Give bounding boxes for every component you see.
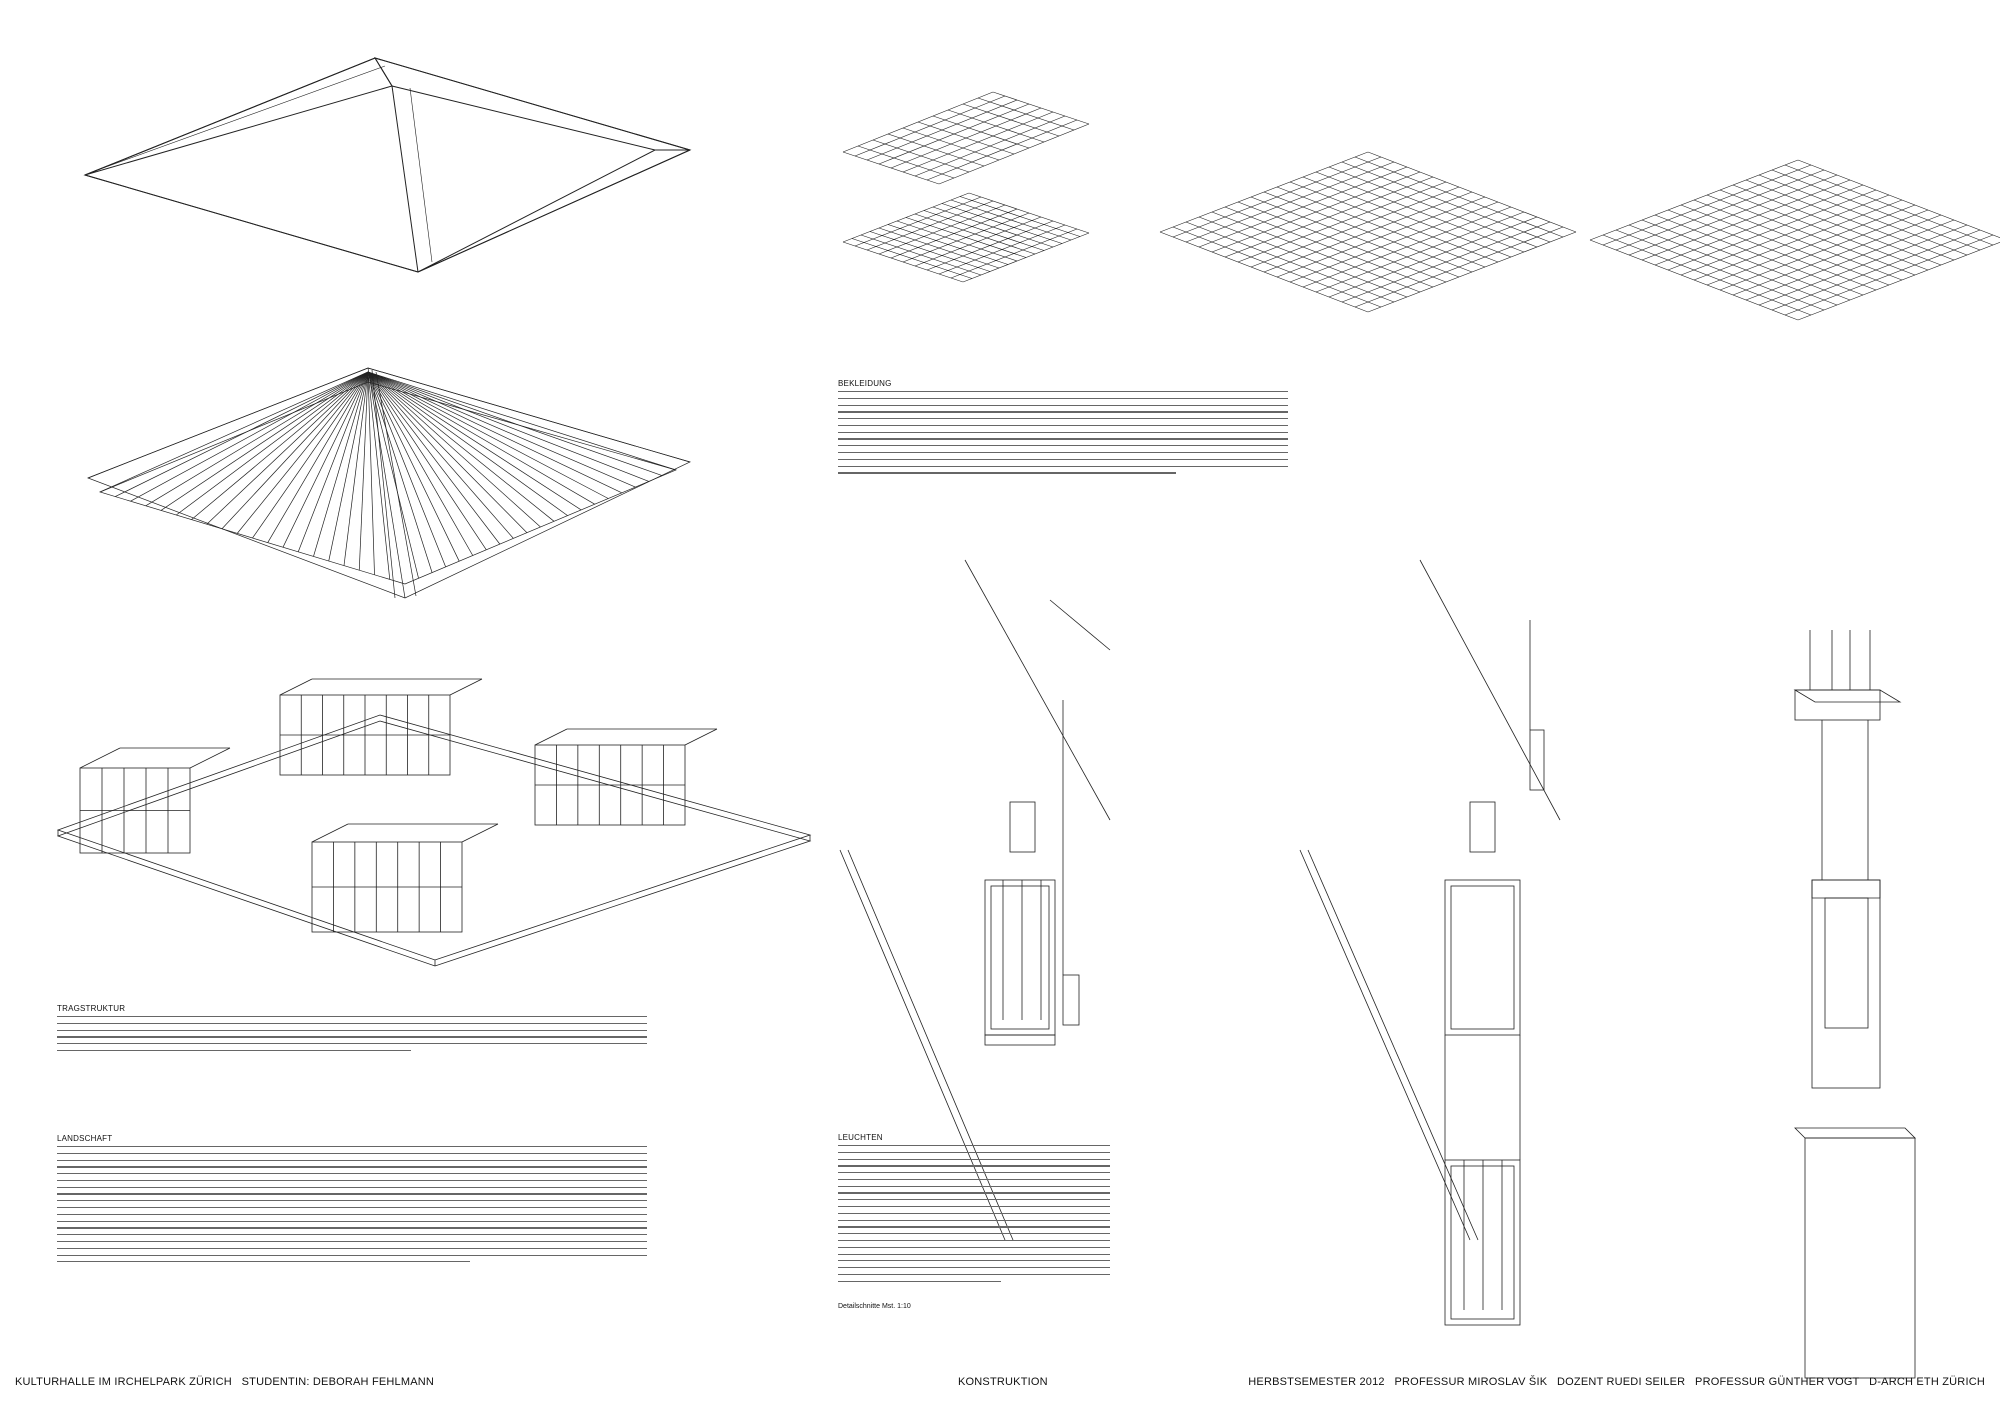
section-heading-tragstruktur: TRAGSTRUKTUR [57, 1004, 126, 1013]
footer-semester-professors: HERBSTSEMESTER 2012 PROFESSUR MIROSLAV Š… [1248, 1376, 1985, 1388]
luminaire-section-detail-1 [839, 559, 1111, 1241]
bekleidung-body-text [838, 391, 1288, 479]
detail-scale-note: Detailschnitte Mst. 1:10 [838, 1303, 911, 1310]
roof-axonometric [83, 57, 692, 273]
luminaire-isometric [1793, 630, 1916, 1379]
leuchten-body-text [838, 1145, 1110, 1287]
section-heading-landschaft: LANDSCHAFT [57, 1134, 113, 1143]
section-heading-bekleidung: BEKLEIDUNG [838, 379, 892, 388]
section-heading-leuchten: LEUCHTEN [838, 1133, 883, 1142]
luminaire-section-detail-2 [1299, 559, 1561, 1326]
cladding-grid-panels [842, 91, 2000, 321]
footer-project-student: KULTURHALLE IM IRCHELPARK ZÜRICH STUDENT… [15, 1376, 435, 1388]
tragstruktur-body-text [57, 1016, 647, 1057]
ground-frames-axonometric [56, 678, 812, 967]
footer-sheet-title: KONSTRUKTION [958, 1376, 1048, 1388]
landschaft-body-text [57, 1146, 647, 1268]
roof-truss-structure [87, 367, 691, 599]
